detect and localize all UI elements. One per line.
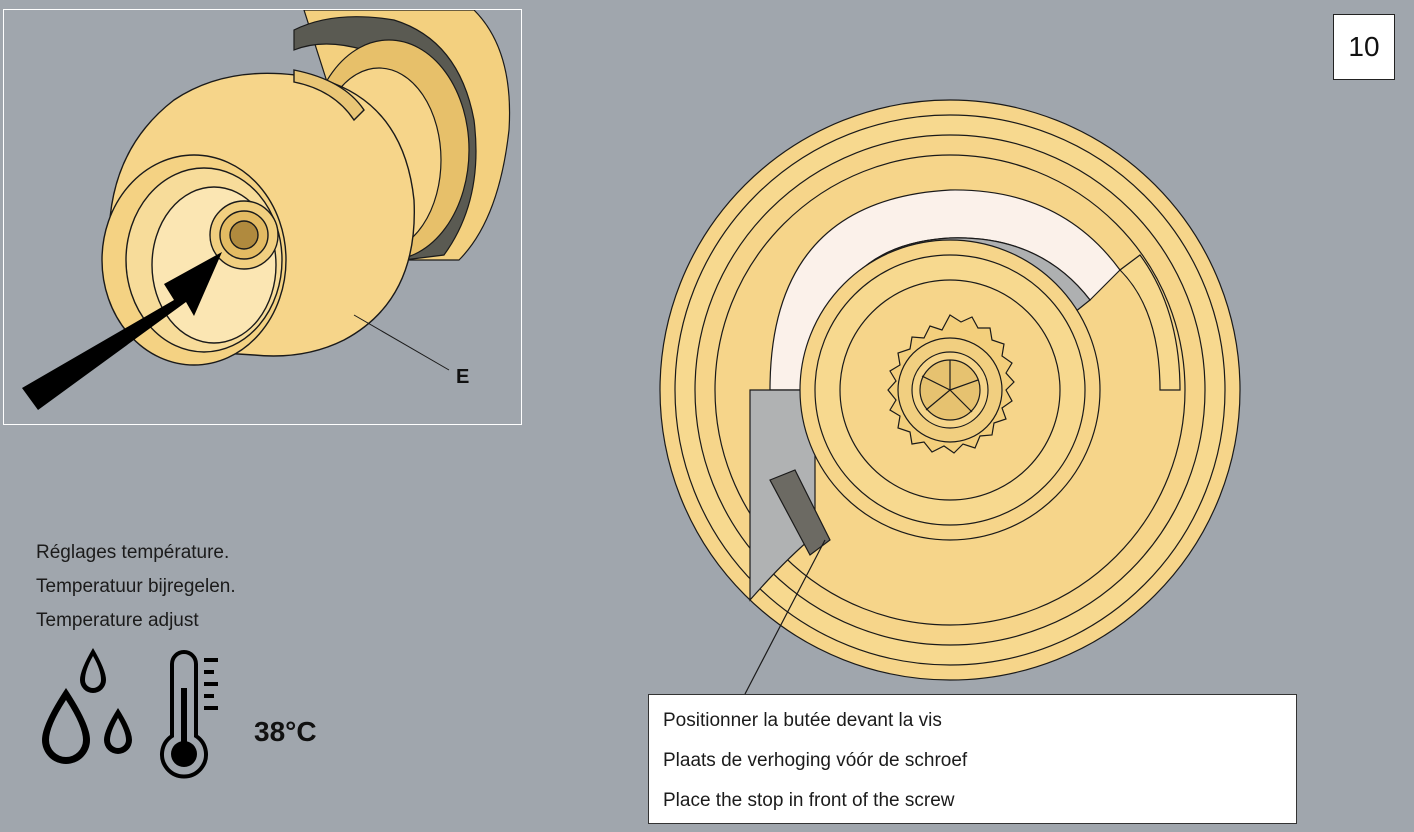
part-label-e: E	[456, 366, 470, 388]
instruction-fr: Réglages température.	[36, 542, 230, 563]
arrow-icon	[22, 252, 222, 410]
instruction-en: Temperature adjust	[36, 610, 199, 631]
inset-illustration: E	[3, 9, 522, 425]
cartridge-perspective-drawing	[22, 10, 511, 410]
instruction-nl: Temperatuur bijregelen.	[36, 576, 236, 597]
water-drops-icon	[42, 648, 132, 764]
temperature-instructions: Réglages température. Temperatuur bijreg…	[36, 536, 236, 638]
caption-nl: Plaats de verhoging vóór de schroef	[663, 750, 968, 771]
temperature-icons	[42, 648, 218, 779]
temperature-value: 38°C	[254, 716, 317, 747]
thermometer-icon	[160, 649, 218, 779]
caption-fr: Positionner la butée devant la vis	[663, 710, 942, 731]
caption-box: Positionner la butée devant la vis Plaat…	[648, 694, 1297, 824]
step-number: 10	[1348, 31, 1380, 62]
step-number-box: 10	[1333, 14, 1395, 80]
cartridge-front-view-drawing	[659, 99, 1241, 681]
caption-en: Place the stop in front of the screw	[663, 790, 955, 811]
